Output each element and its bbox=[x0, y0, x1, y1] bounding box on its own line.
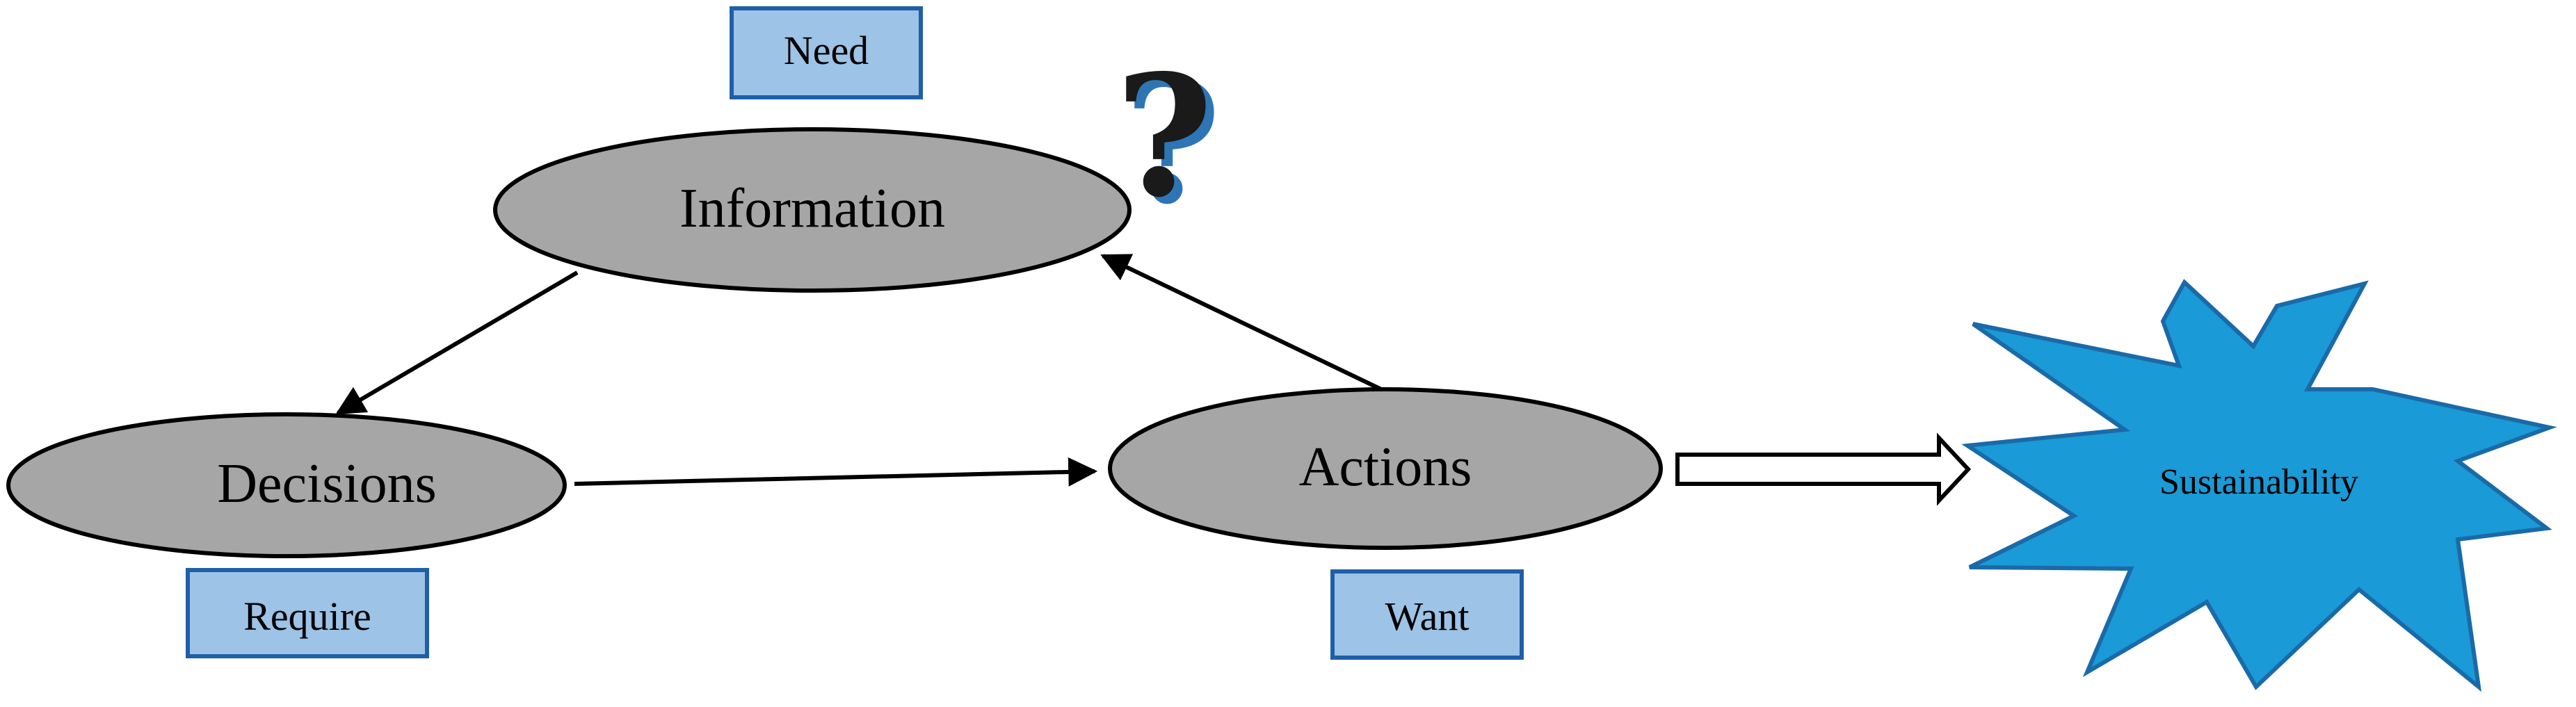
information-ellipse bbox=[493, 127, 1132, 293]
sustainability-starburst: Sustainability bbox=[1961, 279, 2557, 692]
actions-ellipse bbox=[1108, 387, 1663, 550]
starburst-shape bbox=[1961, 279, 2557, 692]
question-mark-shadow: ? bbox=[1124, 45, 1222, 241]
question-mark-icon: ? ? bbox=[1116, 38, 1222, 241]
question-mark-glyph: ? bbox=[1116, 38, 1214, 234]
arrow-information-to-decisions bbox=[335, 270, 579, 415]
actions-node: Actions bbox=[1108, 387, 1663, 550]
decisions-ellipse bbox=[6, 412, 567, 558]
want-tag-box bbox=[1330, 569, 1524, 660]
need-tag: Need bbox=[730, 6, 923, 99]
arrow-actions-to-information bbox=[1100, 254, 1383, 391]
block-arrow-to-sustainability bbox=[1675, 432, 1972, 506]
want-tag-label: Want bbox=[1385, 594, 1470, 639]
arrow-decisions-to-actions bbox=[574, 457, 1098, 487]
actions-label: Actions bbox=[1299, 437, 1472, 498]
sustainability-label: Sustainability bbox=[2159, 462, 2358, 502]
need-tag-label: Need bbox=[784, 28, 869, 73]
want-tag: Want bbox=[1330, 569, 1524, 660]
require-tag-label: Require bbox=[243, 594, 371, 639]
decisions-label: Decisions bbox=[217, 453, 437, 514]
require-tag-box bbox=[186, 568, 429, 658]
need-tag-box bbox=[730, 6, 923, 99]
information-node: Information bbox=[493, 127, 1132, 293]
require-tag: Require bbox=[186, 568, 429, 658]
decisions-node: Decisions bbox=[6, 412, 567, 558]
information-label: Information bbox=[679, 178, 945, 239]
